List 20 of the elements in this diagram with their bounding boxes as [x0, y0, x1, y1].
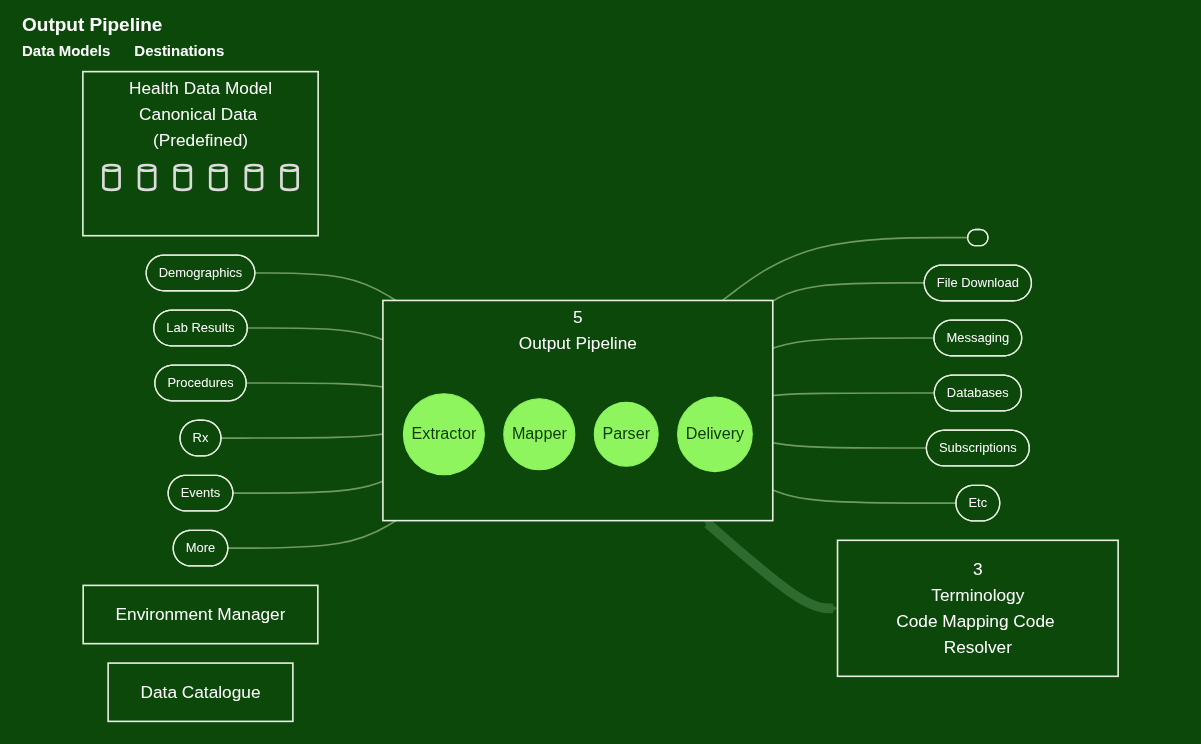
connector [227, 519, 397, 549]
section-heading: Destinations [134, 42, 225, 59]
cluster: Health Data Model Canonical Data (Predefined) [82, 70, 319, 237]
node-box: 3 Terminology Code Mapping Code Resolver [836, 539, 1119, 678]
node-box: Data Catalogue [107, 662, 294, 723]
arrow [704, 519, 838, 614]
node-cylinder [102, 163, 121, 192]
node-cylinder [137, 163, 157, 192]
node-cylinder [280, 163, 299, 192]
connector [254, 272, 397, 302]
section-heading: Data Models [22, 42, 111, 59]
node-cylinder [173, 163, 193, 192]
node-circle: Delivery [677, 396, 753, 473]
node-circle: Parser [593, 401, 659, 467]
node-circle: Mapper [503, 398, 576, 471]
node-cylinder [244, 163, 264, 192]
node-box: Environment Manager [82, 584, 319, 645]
diagram-title: Output Pipeline [22, 14, 163, 36]
node-circle: Extractor [402, 393, 485, 476]
node-cylinder [208, 163, 228, 192]
